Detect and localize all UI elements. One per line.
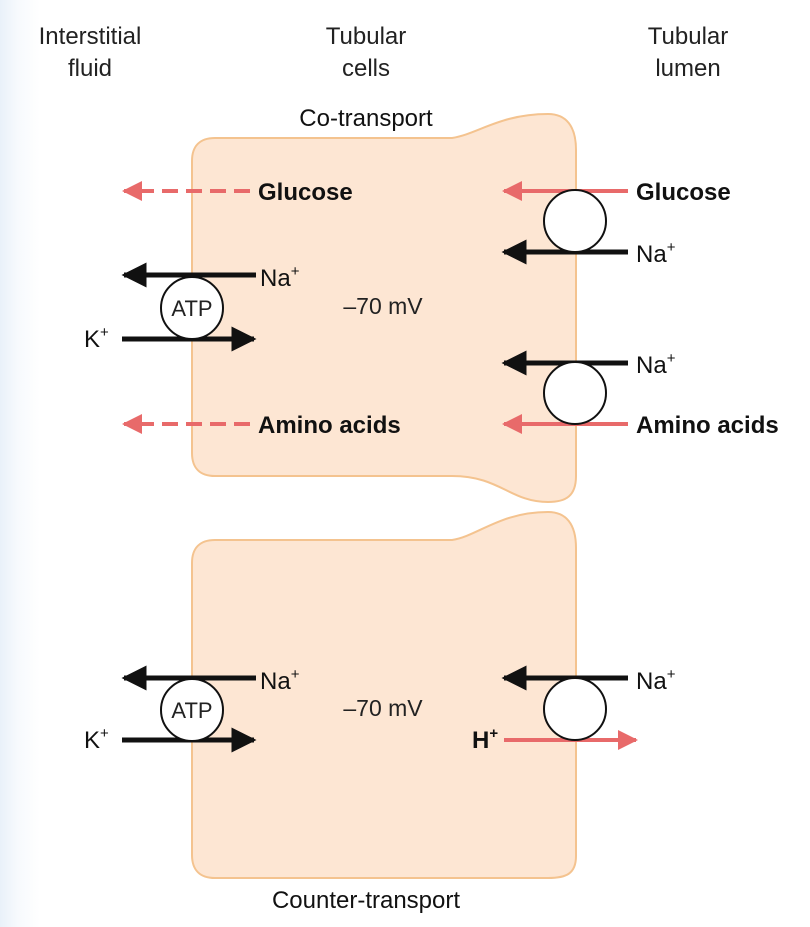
na-pump-label: Na+ [260, 263, 300, 292]
svg-text:Tubular: Tubular [648, 23, 728, 50]
na-lumen-label-1: Na+ [636, 239, 676, 268]
na-lumen-label-2: Na+ [636, 350, 676, 379]
svg-text:lumen: lumen [655, 55, 720, 82]
counter-transport-cell [191, 510, 577, 879]
amino-lumen-label: Amino acids [636, 412, 779, 439]
na-h-antiporter-circle [543, 677, 607, 741]
h-ion-label: H+ [472, 725, 498, 754]
header-tubular-cells: Tubular cells [326, 23, 406, 82]
svg-text:fluid: fluid [68, 55, 112, 82]
k-pump-label: K+ [84, 324, 109, 353]
amino-symporter-circle [543, 361, 607, 425]
na-lumen-label-3: Na+ [636, 666, 676, 695]
svg-text:Interstitial: Interstitial [39, 23, 142, 50]
bottom-membrane-potential: –70 mV [343, 695, 423, 721]
glucose-exit-label: Glucose [258, 179, 353, 206]
header-interstitial-fluid: Interstitial fluid [39, 23, 142, 82]
amino-exit-label: Amino acids [258, 412, 401, 439]
atp-pump-label: ATP [171, 296, 212, 321]
atp-pump-label-2: ATP [171, 698, 212, 723]
k-pump-label-2: K+ [84, 725, 109, 754]
glucose-symporter-circle [543, 189, 607, 253]
co-transport-cell [191, 112, 577, 504]
top-membrane-potential: –70 mV [343, 293, 423, 319]
na-pump-label-2: Na+ [260, 666, 300, 695]
atp-pump-circle-2 [160, 678, 224, 742]
header-tubular-lumen: Tubular lumen [648, 23, 728, 82]
counter-transport-label: Counter-transport [272, 887, 460, 914]
co-transport-label: Co-transport [299, 105, 433, 132]
atp-pump-circle [160, 276, 224, 340]
svg-text:Tubular: Tubular [326, 23, 406, 50]
svg-text:cells: cells [342, 55, 390, 82]
glucose-lumen-label: Glucose [636, 179, 731, 206]
